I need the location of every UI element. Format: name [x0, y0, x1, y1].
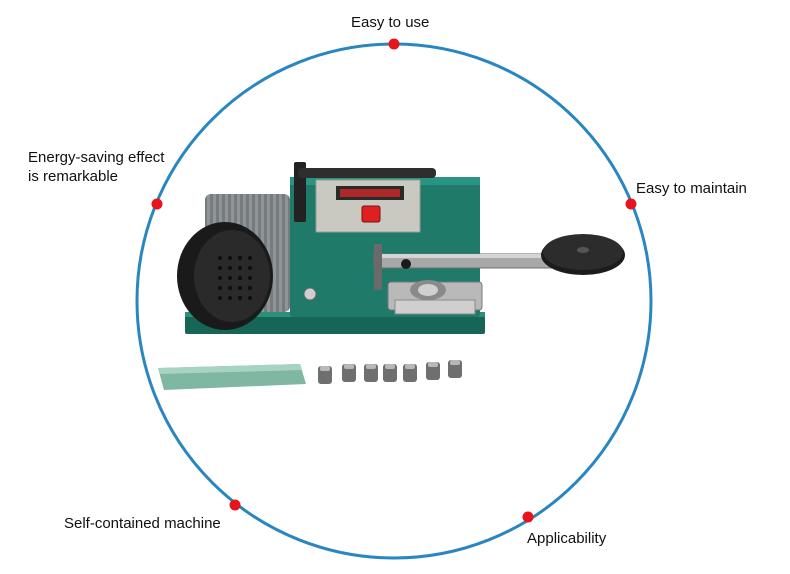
node-bottom-right	[522, 511, 534, 523]
abrasive-stone	[158, 364, 306, 390]
abrasion-tester-illustration	[158, 162, 625, 390]
weight-disc	[541, 234, 625, 275]
node-left	[151, 198, 163, 210]
label-self-contained-machine: Self-contained machine	[64, 515, 221, 532]
label-easy-to-maintain: Easy to maintain	[636, 180, 747, 197]
label-energy-saving-line1: Energy-saving effect	[28, 149, 165, 166]
adjust-knob	[303, 287, 317, 301]
label-easy-to-use: Easy to use	[351, 14, 430, 31]
machine-base	[185, 312, 485, 334]
label-energy-saving-line2: is remarkable	[28, 168, 119, 185]
sample-tray	[387, 280, 483, 315]
motor	[177, 194, 290, 330]
node-right	[625, 198, 637, 210]
node-bottom-left	[229, 499, 241, 511]
power-switch	[361, 205, 381, 223]
label-applicability: Applicability	[527, 530, 607, 547]
node-top	[388, 38, 400, 50]
sample-pellets	[318, 360, 462, 384]
